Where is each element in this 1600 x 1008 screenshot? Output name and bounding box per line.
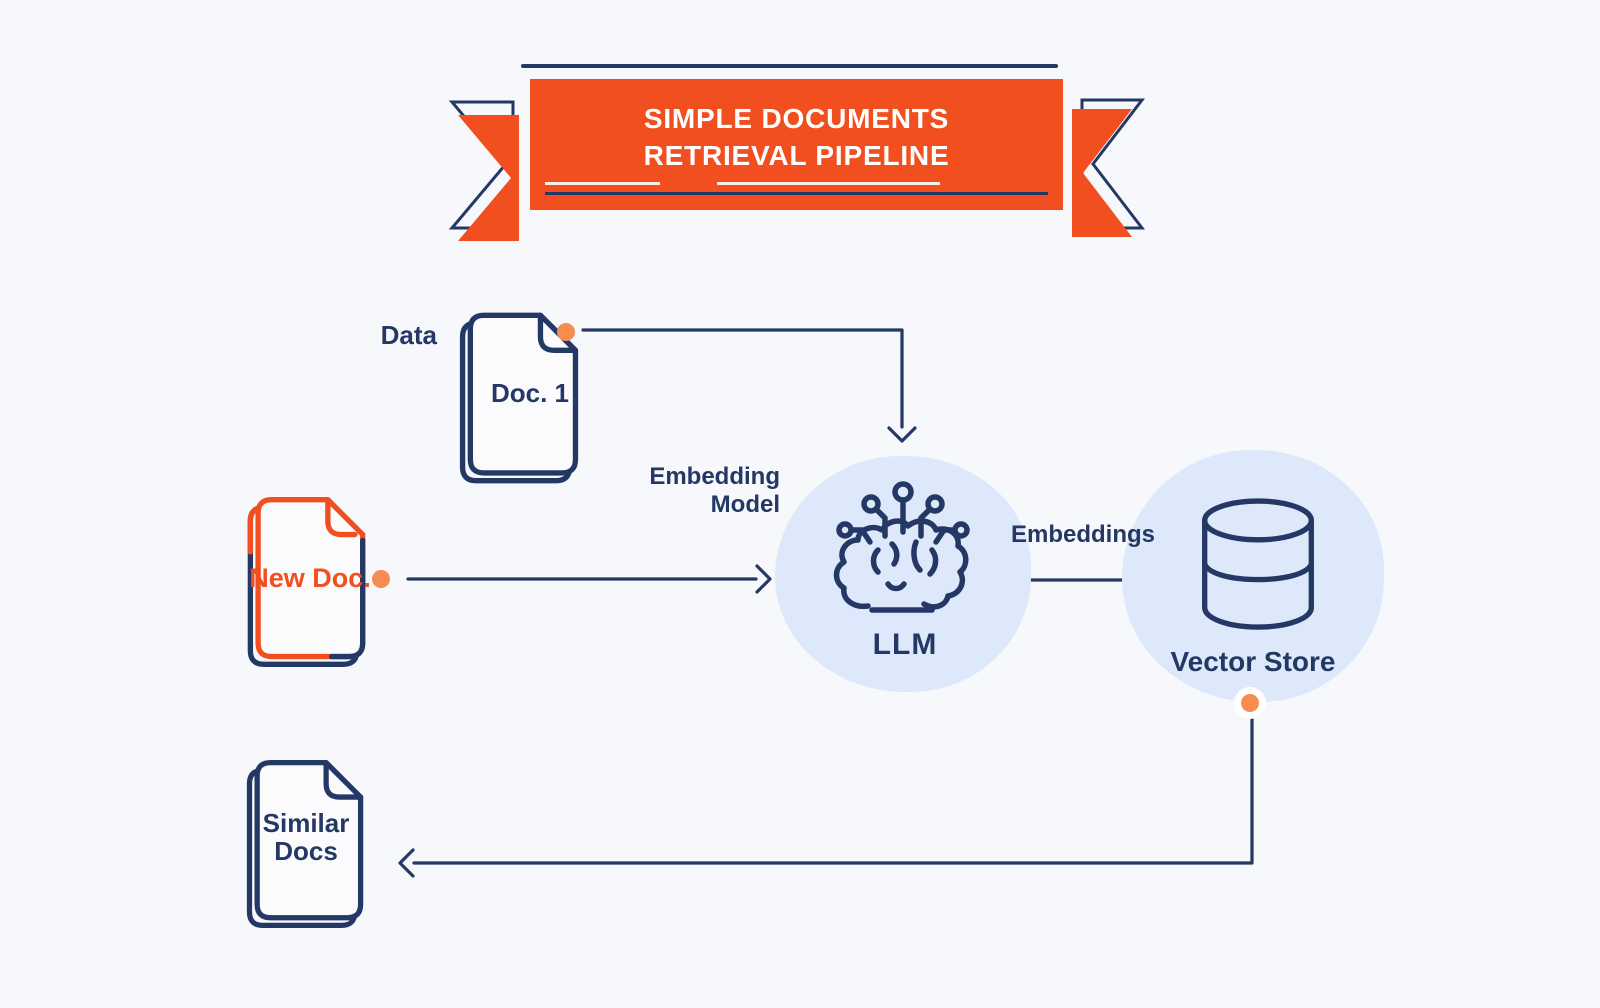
embedding-model-line1: Embedding bbox=[649, 463, 780, 490]
vector-store-label: Vector Store bbox=[1170, 646, 1336, 677]
vectorstore-connector-dot-icon bbox=[1241, 694, 1259, 712]
doc1-label: Doc. 1 bbox=[490, 378, 570, 408]
banner-title-line1: SIMPLE DOCUMENTS bbox=[643, 103, 950, 134]
similar-docs-line1: Similar bbox=[262, 808, 350, 838]
doc1-document-icon bbox=[459, 312, 579, 484]
doc1-connector-dot-icon bbox=[557, 323, 575, 341]
database-icon bbox=[1202, 498, 1314, 630]
similar-docs-label: Similar Docs bbox=[233, 809, 379, 865]
banner-title: SIMPLE DOCUMENTS RETRIEVAL PIPELINE bbox=[530, 100, 1063, 174]
llm-label: LLM bbox=[872, 628, 938, 661]
banner-plate bbox=[530, 79, 1063, 210]
new-doc-label: New Doc. bbox=[249, 563, 371, 593]
embeddings-label: Embeddings bbox=[1010, 521, 1155, 548]
ribbon-tail-right-icon bbox=[1072, 98, 1146, 237]
banner-bottom-line bbox=[545, 192, 1048, 195]
newdoc-connector-dot-icon bbox=[372, 570, 390, 588]
llm-node-circle bbox=[775, 456, 1031, 692]
similar-docs-document-icon bbox=[246, 759, 364, 929]
banner-top-line bbox=[521, 64, 1058, 68]
banner-underline-right bbox=[717, 182, 940, 185]
embedding-model-label: Embedding Model bbox=[580, 463, 780, 519]
arrow-doc1-to-llm bbox=[581, 328, 917, 443]
banner-underline-left bbox=[545, 182, 660, 185]
banner-title-line2: RETRIEVAL PIPELINE bbox=[643, 140, 950, 171]
ribbon-tail-left-icon bbox=[448, 100, 519, 241]
arrow-vectorstore-to-similardocs bbox=[398, 712, 1254, 878]
new-doc-document-icon bbox=[247, 497, 366, 667]
vector-store-node-circle bbox=[1122, 450, 1384, 702]
embedding-model-line2: Model bbox=[710, 491, 780, 518]
arrow-newdoc-to-llm bbox=[406, 564, 772, 594]
data-label: Data bbox=[380, 320, 437, 350]
brain-circuit-icon bbox=[833, 481, 970, 613]
similar-docs-line2: Docs bbox=[274, 836, 338, 866]
